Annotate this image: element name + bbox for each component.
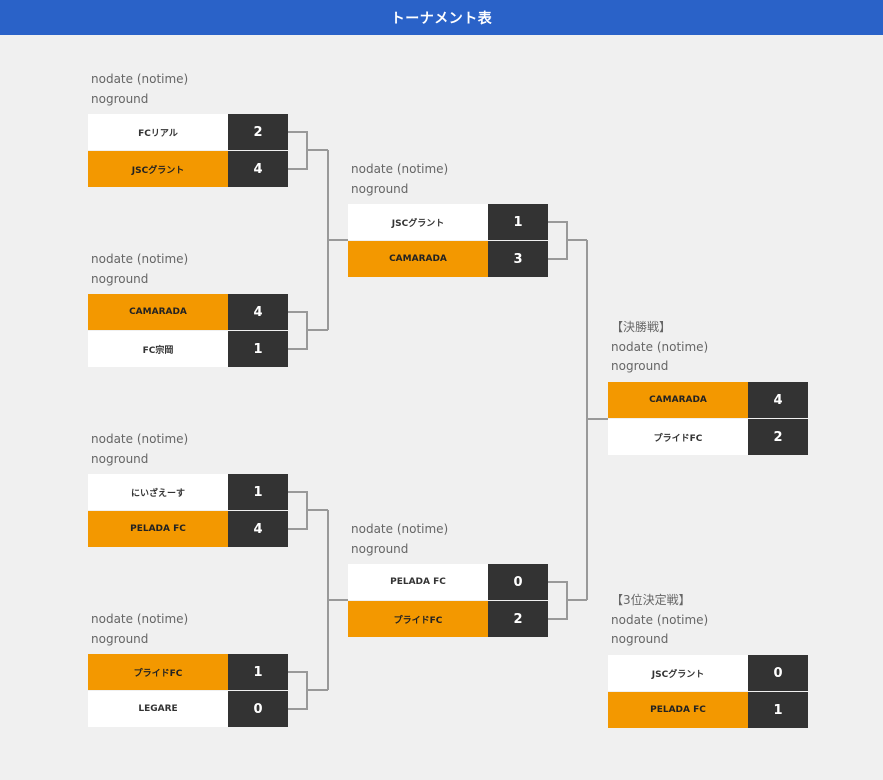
team-row-winner[interactable]: プライドFC 2 — [348, 601, 548, 637]
match-info: nodate (notime) noground — [91, 250, 291, 289]
team-name: プライドFC — [348, 601, 488, 637]
connector-sf2 — [548, 581, 587, 620]
team-score: 2 — [748, 419, 808, 455]
team-score: 0 — [488, 564, 548, 600]
team-score: 1 — [748, 692, 808, 728]
match-third-place: 【3位決定戦】 nodate (notime) noground JSCグラント… — [608, 593, 808, 728]
match-ground: noground — [91, 451, 149, 466]
team-row-winner[interactable]: CAMARADA 3 — [348, 241, 548, 277]
match-label: 【3位決定戦】 — [611, 593, 691, 607]
match-ground: noground — [91, 631, 149, 646]
team-row-winner[interactable]: PELADA FC 1 — [608, 692, 808, 728]
team-row[interactable]: PELADA FC 0 — [348, 564, 548, 600]
team-score: 2 — [488, 601, 548, 637]
team-name: プライドFC — [88, 654, 228, 690]
page-header: トーナメント表 — [0, 0, 883, 35]
connector-sf2-in — [327, 510, 348, 690]
match-ground: noground — [611, 359, 669, 373]
team-score: 4 — [748, 382, 808, 418]
connector-qf1 — [288, 131, 328, 170]
match-date: nodate (notime) — [351, 162, 449, 176]
match-ground: noground — [351, 541, 409, 556]
team-name: CAMARADA — [608, 382, 748, 418]
team-row-winner[interactable]: プライドFC 1 — [88, 654, 288, 690]
match-qf3: nodate (notime) noground にいざえーす 1 PELADA… — [88, 432, 288, 547]
team-row[interactable]: FC宗岡 1 — [88, 331, 288, 367]
match-final: 【決勝戦】 nodate (notime) noground CAMARADA … — [608, 320, 808, 455]
match-sf1: nodate (notime) noground JSCグラント 1 CAMAR… — [348, 162, 548, 277]
team-name: FC宗岡 — [88, 331, 228, 367]
match-info: nodate (notime) noground — [91, 610, 291, 649]
match-sf2: nodate (notime) noground PELADA FC 0 プライ… — [348, 522, 548, 637]
match-date: nodate (notime) — [91, 252, 189, 266]
match-label: 【決勝戦】 — [611, 320, 672, 334]
match-date: nodate (notime) — [611, 339, 709, 354]
match-qf2: nodate (notime) noground CAMARADA 4 FC宗岡… — [88, 252, 288, 367]
match-date: nodate (notime) — [351, 522, 449, 536]
team-name: JSCグラント — [88, 151, 228, 187]
match-ground: noground — [91, 271, 149, 286]
team-row[interactable]: にいざえーす 1 — [88, 474, 288, 510]
match-info: nodate (notime) noground — [91, 70, 291, 109]
match-info: nodate (notime) noground — [351, 520, 551, 559]
team-score: 4 — [228, 511, 288, 547]
team-name: CAMARADA — [88, 294, 228, 330]
team-row[interactable]: プライドFC 2 — [608, 419, 808, 455]
connector-sf1-in — [327, 150, 348, 330]
connector-sf1 — [548, 221, 587, 260]
team-score: 2 — [228, 114, 288, 150]
team-name: PELADA FC — [88, 511, 228, 547]
match-info: nodate (notime) noground — [351, 160, 551, 199]
match-info: 【3位決定戦】 nodate (notime) noground — [611, 591, 811, 650]
match-ground: noground — [91, 91, 149, 106]
team-score: 1 — [488, 204, 548, 240]
match-date: nodate (notime) — [611, 612, 709, 627]
team-row-winner[interactable]: JSCグラント 4 — [88, 151, 288, 187]
team-name: プライドFC — [608, 419, 748, 455]
match-date: nodate (notime) — [91, 432, 189, 446]
team-name: PELADA FC — [608, 692, 748, 728]
team-row[interactable]: JSCグラント 1 — [348, 204, 548, 240]
team-score: 1 — [228, 654, 288, 690]
connector-qf4 — [288, 671, 328, 710]
team-score: 3 — [488, 241, 548, 277]
team-score: 0 — [748, 655, 808, 691]
connector-qf3 — [288, 491, 328, 530]
match-qf1: nodate (notime) noground FCリアル 2 JSCグラント… — [88, 72, 288, 187]
team-name: CAMARADA — [348, 241, 488, 277]
page-title: トーナメント表 — [390, 10, 493, 27]
team-row[interactable]: LEGARE 0 — [88, 691, 288, 727]
connector-final-in — [586, 240, 608, 600]
team-name: JSCグラント — [608, 655, 748, 691]
team-score: 1 — [228, 474, 288, 510]
team-row-winner[interactable]: CAMARADA 4 — [608, 382, 808, 418]
team-row[interactable]: JSCグラント 0 — [608, 655, 808, 691]
team-score: 4 — [228, 294, 288, 330]
team-name: PELADA FC — [348, 564, 488, 600]
team-score: 0 — [228, 691, 288, 727]
team-score: 4 — [228, 151, 288, 187]
team-name: にいざえーす — [88, 474, 228, 510]
team-score: 1 — [228, 331, 288, 367]
team-row[interactable]: FCリアル 2 — [88, 114, 288, 150]
match-date: nodate (notime) — [91, 612, 189, 626]
team-name: FCリアル — [88, 114, 228, 150]
match-ground: noground — [351, 181, 409, 196]
match-info: 【決勝戦】 nodate (notime) noground — [611, 318, 811, 377]
team-name: JSCグラント — [348, 204, 488, 240]
match-info: nodate (notime) noground — [91, 430, 291, 469]
match-qf4: nodate (notime) noground プライドFC 1 LEGARE… — [88, 612, 288, 727]
match-ground: noground — [611, 632, 669, 646]
connector-qf2 — [288, 311, 328, 350]
match-date: nodate (notime) — [91, 72, 189, 86]
team-name: LEGARE — [88, 691, 228, 727]
team-row-winner[interactable]: PELADA FC 4 — [88, 511, 288, 547]
team-row-winner[interactable]: CAMARADA 4 — [88, 294, 288, 330]
